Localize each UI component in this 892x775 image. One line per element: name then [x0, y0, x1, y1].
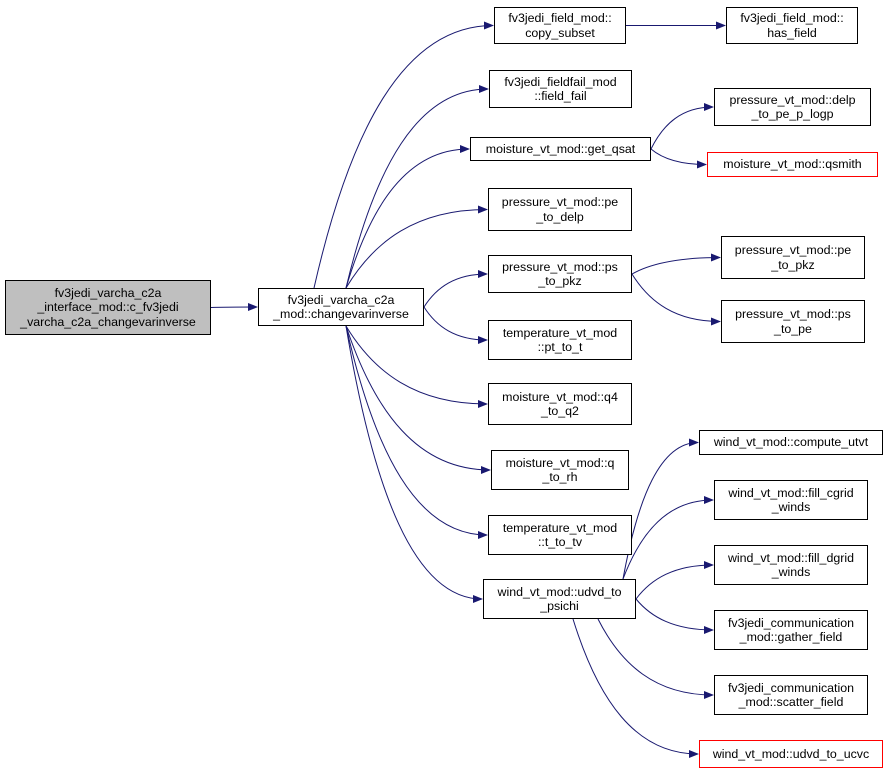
node-get-qsat[interactable]: moisture_vt_mod::get_qsat [470, 137, 651, 161]
node-label-line: wind_vt_mod::fill_dgrid [727, 550, 855, 565]
node-label-line: _winds [771, 565, 811, 579]
node-label-line: ::field_fail [534, 89, 587, 103]
node-label-line: wind_vt_mod::fill_cgrid [728, 485, 854, 500]
edge-udvd_to_psichi-to-gather_field [635, 598, 714, 634]
node-label-line: moisture_vt_mod::qsmith [723, 157, 862, 172]
node-scatter-field[interactable]: fv3jedi_communication _mod::scatter_fiel… [714, 675, 868, 715]
node-label-line: _to_pkz [538, 274, 582, 288]
node-q-to-rh[interactable]: moisture_vt_mod::q _to_rh [491, 450, 629, 490]
node-label-line: ::pt_to_t [537, 340, 583, 354]
node-label-line: pressure_vt_mod::delp [729, 92, 856, 107]
node-label-line: moisture_vt_mod::get_qsat [485, 141, 636, 156]
node-label-line: ::t_to_tv [537, 535, 583, 549]
node-label-line: pressure_vt_mod::pe [734, 243, 852, 257]
node-changevarinverse[interactable]: fv3jedi_varcha_c2a _mod::changevarinvers… [258, 288, 424, 326]
node-label-line: fv3jedi_fieldfail_mod [504, 74, 617, 89]
edge-main-to-pt_to_t [423, 306, 488, 344]
node-label-line: temperature_vt_mod [502, 325, 618, 340]
node-root-c-fv3jedi-varcha-c2a-changevarinverse: fv3jedi_varcha_c2a _interface_mod::c_fv3… [5, 280, 211, 335]
node-gather-field[interactable]: fv3jedi_communication _mod::gather_field [714, 610, 868, 650]
node-label-line: _interface_mod::c_fv3jedi [37, 300, 179, 315]
edge-main-to-q4_to_q2 [345, 325, 488, 408]
node-label-line: _mod::scatter_field [738, 695, 844, 709]
edge-get_qsat-to-qsmith [650, 148, 707, 169]
node-label-line: _to_pkz [771, 257, 815, 272]
node-label-line: _winds [771, 500, 811, 514]
node-field-fail[interactable]: fv3jedi_fieldfail_mod ::field_fail [489, 70, 632, 108]
node-label-line: copy_subset [525, 25, 595, 40]
edge-udvd_to_psichi-to-compute_utvt [622, 438, 699, 580]
edge-root-to-main [210, 303, 258, 312]
node-pe-to-delp[interactable]: pressure_vt_mod::pe _to_delp [488, 188, 632, 231]
node-label-line: fv3jedi_varcha_c2a [54, 285, 162, 300]
edge-main-to-udvd_to_psichi [345, 325, 483, 603]
edge-get_qsat-to-delp_to_pe [650, 103, 714, 150]
edge-main-to-get_qsat [345, 145, 470, 289]
node-delp-to-pe-p-logp[interactable]: pressure_vt_mod::delp _to_pe_p_logp [714, 88, 871, 126]
node-label-line: wind_vt_mod::udvd_to [497, 584, 622, 599]
node-label-line: wind_vt_mod::compute_utvt [713, 435, 869, 450]
edge-main-to-t_to_tv [345, 325, 488, 539]
edge-udvd_to_psichi-to-fill_cgrid [622, 496, 714, 580]
edge-main-to-q_to_rh [345, 325, 491, 474]
node-q4-to-q2[interactable]: moisture_vt_mod::q4 _to_q2 [488, 383, 632, 425]
node-label-line: _mod::gather_field [739, 630, 843, 644]
edge-ps_to_pkz-to-pe_to_pkz [631, 253, 721, 275]
edge-main-to-copy_subset [313, 21, 494, 289]
node-label-line: _to_pe_p_logp [751, 107, 834, 121]
node-label-line: _to_rh [542, 470, 578, 484]
node-label-line: _mod::changevarinverse [273, 307, 409, 321]
node-label-line: pressure_vt_mod::pe [501, 195, 619, 209]
node-qsmith[interactable]: moisture_vt_mod::qsmith [707, 152, 878, 177]
node-label-line: moisture_vt_mod::q [505, 455, 615, 470]
node-udvd-to-ucvc[interactable]: wind_vt_mod::udvd_to_ucvc [699, 740, 883, 768]
edge-main-to-ps_to_pkz [423, 270, 488, 308]
node-label-line: fv3jedi_communication [727, 680, 855, 695]
node-has-field[interactable]: fv3jedi_field_mod:: has_field [726, 7, 858, 44]
node-label-line: _to_delp [536, 209, 584, 224]
node-label-line: pressure_vt_mod::ps [502, 259, 618, 274]
node-compute-utvt[interactable]: wind_vt_mod::compute_utvt [699, 430, 883, 455]
node-label-line: has_field [767, 25, 817, 40]
edge-main-to-pe_to_delp [345, 205, 488, 289]
node-label-line: temperature_vt_mod [502, 520, 618, 535]
node-label-line: fv3jedi_field_mod:: [740, 11, 844, 25]
node-pt-to-t[interactable]: temperature_vt_mod ::pt_to_t [488, 320, 632, 360]
node-pe-to-pkz[interactable]: pressure_vt_mod::pe _to_pkz [721, 236, 865, 279]
node-copy-subset[interactable]: fv3jedi_field_mod:: copy_subset [494, 7, 626, 44]
node-label-line: fv3jedi_field_mod:: [508, 11, 612, 25]
node-label-line: pressure_vt_mod::ps [735, 307, 851, 321]
node-ps-to-pe[interactable]: pressure_vt_mod::ps _to_pe [721, 300, 865, 343]
node-label-line: _to_q2 [541, 404, 579, 418]
node-label-line: fv3jedi_communication [727, 615, 855, 630]
edge-udvd_to_psichi-to-udvd_to_ucvc [572, 618, 699, 758]
node-label-line: fv3jedi_varcha_c2a [287, 292, 395, 307]
node-udvd-to-psichi[interactable]: wind_vt_mod::udvd_to _psichi [483, 579, 636, 619]
node-ps-to-pkz[interactable]: pressure_vt_mod::ps _to_pkz [488, 255, 632, 293]
node-label-line: _psichi [540, 599, 579, 613]
edge-ps_to_pkz-to-ps_to_pe [631, 273, 721, 326]
edge-udvd_to_psichi-to-fill_dgrid [635, 561, 714, 600]
node-fill-dgrid-winds[interactable]: wind_vt_mod::fill_dgrid _winds [714, 545, 868, 585]
node-label-line: _to_pe [774, 321, 812, 336]
node-label-line: _varcha_c2a_changevarinverse [20, 314, 196, 329]
node-label-line: moisture_vt_mod::q4 [502, 389, 618, 404]
edge-main-to-field_fail [345, 85, 489, 289]
edge-udvd_to_psichi-to-scatter_field [597, 618, 714, 699]
node-t-to-tv[interactable]: temperature_vt_mod ::t_to_tv [488, 515, 632, 555]
node-label-line: wind_vt_mod::udvd_to_ucvc [712, 746, 870, 761]
node-fill-cgrid-winds[interactable]: wind_vt_mod::fill_cgrid _winds [714, 480, 868, 520]
